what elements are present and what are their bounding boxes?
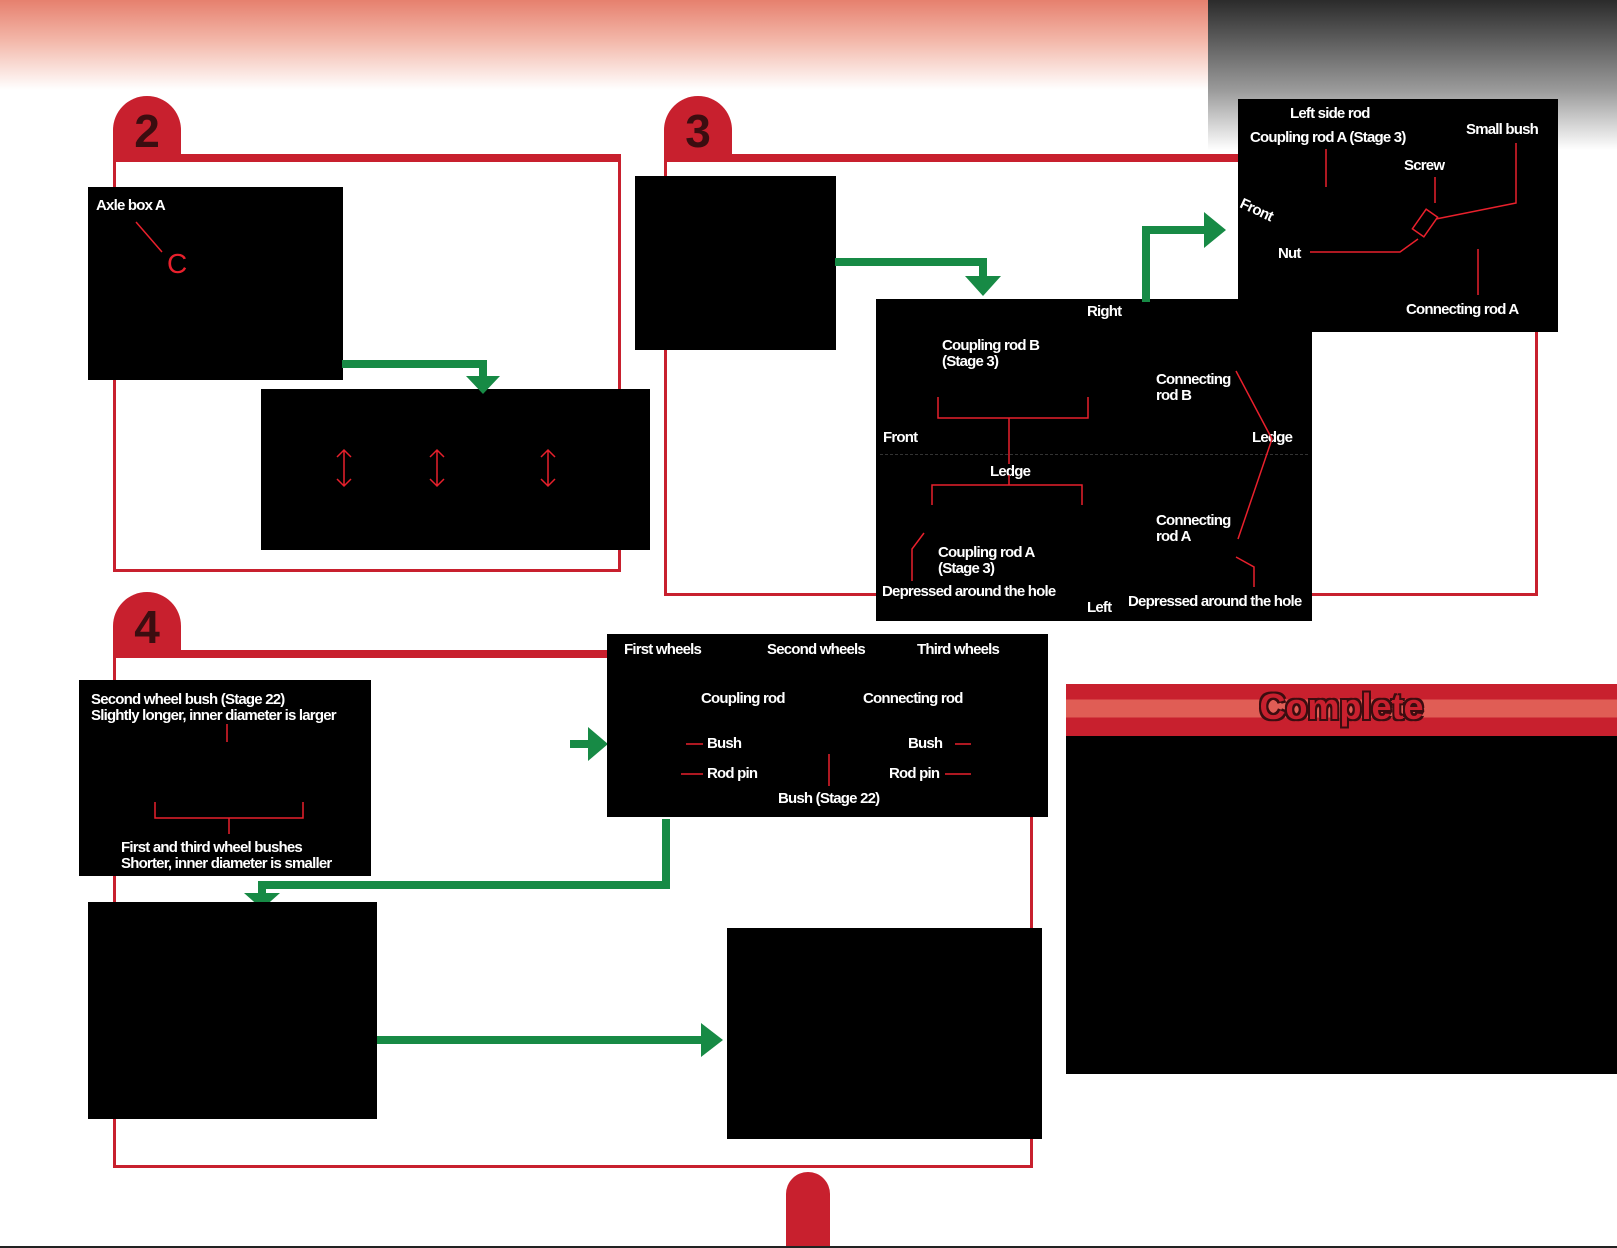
- left-side-rod-label: Left side rod: [1290, 105, 1370, 122]
- third-wheels-label: Third wheels: [917, 641, 1000, 658]
- up-down-arrow-icon: [540, 448, 556, 488]
- ledge-center-label: Ledge: [990, 463, 1031, 480]
- step-4-bush-leader-lines: [154, 724, 304, 834]
- step-3-header-bar: [664, 154, 1239, 162]
- step-3-green-arrow-down: [835, 258, 1001, 296]
- step-4-photo-assembly: [88, 902, 377, 1119]
- inset-coupling-rod-a-label: Coupling rod A (Stage 3): [1250, 129, 1406, 146]
- up-down-arrow-icon: [336, 448, 352, 488]
- step-2-number: 2: [113, 96, 181, 162]
- coupling-rod-a-label: Coupling rod A (Stage 3): [938, 544, 1035, 577]
- coupling-rod-b-label: Coupling rod B (Stage 3): [942, 337, 1040, 370]
- bush-right-label: Bush: [908, 735, 943, 752]
- step-3-leader-lines: [911, 370, 1273, 587]
- step-3-photo-rods: [635, 176, 836, 350]
- step-4-green-arrow-return: [244, 819, 670, 909]
- page-number-tab: [786, 1172, 830, 1248]
- inset-connecting-rod-a-label: Connecting rod A: [1406, 301, 1519, 318]
- up-down-arrow-icon: [429, 448, 445, 488]
- complete-header-band: [1066, 684, 1617, 736]
- step-3-inset-photo: [1238, 99, 1558, 332]
- rod-pin-right-label: Rod pin: [889, 765, 940, 782]
- connecting-rod-label: Connecting rod: [863, 690, 963, 707]
- depressed-left-label: Depressed around the hole: [882, 583, 1056, 600]
- axle-box-a-label: Axle box A: [96, 197, 166, 214]
- inset-leader-lines: [1310, 143, 1517, 295]
- step-2-photo-wheels: [261, 389, 650, 550]
- bush-left-label: Bush: [707, 735, 742, 752]
- second-wheels-label: Second wheels: [767, 641, 866, 658]
- depressed-right-label: Depressed around the hole: [1128, 593, 1302, 610]
- nut-label: Nut: [1278, 245, 1301, 262]
- step-2-header-bar: [113, 154, 621, 162]
- screw-label: Screw: [1404, 157, 1445, 174]
- second-bush-label: Second wheel bush (Stage 22) Slightly lo…: [91, 691, 337, 724]
- axle-box-leader-line: [135, 221, 163, 253]
- bush-stage22-label: Bush (Stage 22): [778, 790, 880, 807]
- step-4-photo-result: [727, 928, 1042, 1139]
- connecting-rod-b-label: Connecting rod B: [1156, 371, 1231, 404]
- step-4-photo-bushes: [79, 680, 371, 876]
- c-mark-label: C: [167, 248, 188, 279]
- first-wheels-label: First wheels: [624, 641, 702, 658]
- step-4-header-bar: [113, 650, 613, 658]
- first-third-bushes-label: First and third wheel bushes Shorter, in…: [121, 839, 332, 872]
- step-3-green-arrow-up: [1142, 212, 1226, 302]
- step-4-green-arrow-final: [377, 1023, 723, 1057]
- right-label: Right: [1087, 303, 1122, 320]
- bottom-rule: [0, 1246, 1617, 1248]
- step-3-photo-rod-assembly: [876, 299, 1312, 621]
- connecting-rod-a-label: Connecting rod A: [1156, 512, 1231, 545]
- step-2-green-arrow: [342, 360, 500, 394]
- step-3-number: 3: [664, 96, 732, 162]
- rod-pin-left-label: Rod pin: [707, 765, 758, 782]
- left-label: Left: [1087, 599, 1112, 616]
- coupling-rod-label: Coupling rod: [701, 690, 786, 707]
- step-4-wheel-leader-lines: [681, 743, 971, 786]
- complete-title: Complete: [1259, 686, 1424, 727]
- step-4-green-arrow-right: [570, 727, 608, 761]
- center-divider-line: [880, 454, 1308, 456]
- complete-photo: [1066, 736, 1617, 1074]
- small-bush-label: Small bush: [1466, 121, 1539, 138]
- step-4-number: 4: [113, 592, 181, 658]
- front-label: Front: [883, 429, 918, 446]
- step-2-photo-axle-box: [88, 187, 343, 380]
- ledge-right-label: Ledge: [1252, 429, 1293, 446]
- step-4-photo-wheel-rods: [607, 634, 1048, 817]
